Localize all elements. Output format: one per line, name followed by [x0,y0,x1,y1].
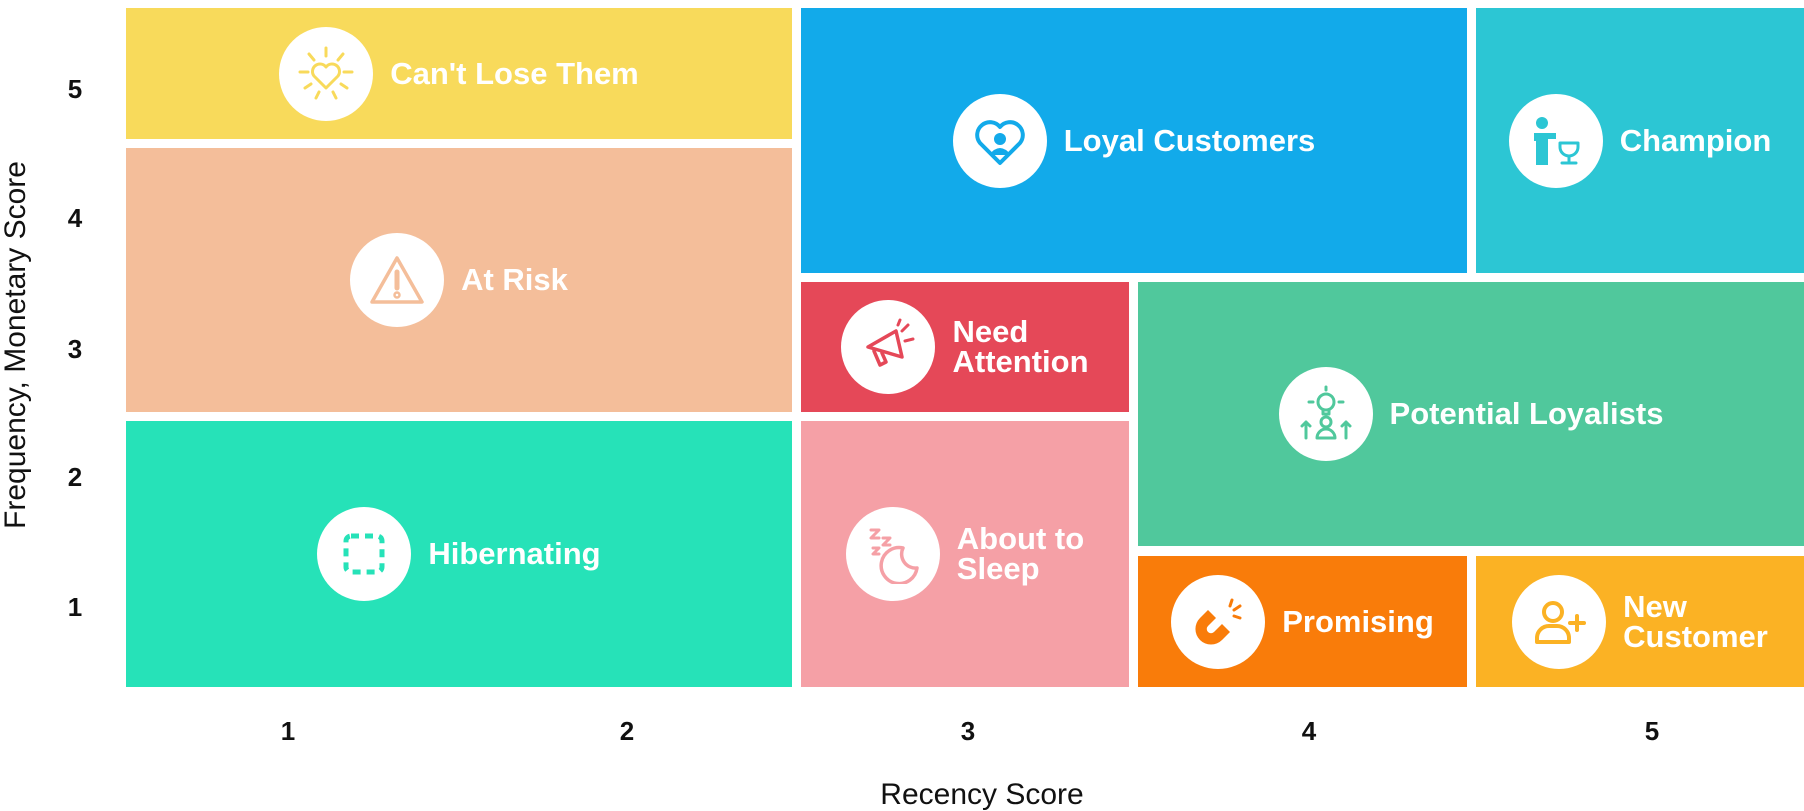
y-tick-label: 4 [67,203,83,233]
segment-need-attention: Need Attention [801,282,1129,412]
heart-sparkle-icon [298,46,354,99]
segment-potential-loyalists: Potential Loyalists [1138,282,1804,546]
x-tick-label: 1 [280,716,296,746]
icon-badge [1512,574,1607,669]
label-line: At Risk [461,262,568,297]
icon-badge [952,93,1047,188]
megaphone-icon [866,318,915,367]
y-tick-label: 3 [67,334,83,364]
icon-badge [1508,93,1603,188]
x-tick-label: 5 [1644,716,1660,746]
segment-label: Promising [1282,603,1434,639]
segment-label: About to Sleep [956,521,1085,586]
segment-loyal-customers: Loyal Customers [801,8,1467,273]
segment-label: Hibernating [428,536,601,571]
x-axis-title: Recency Score [880,778,1084,811]
y-axis-title: Frequency, Monetary Score [0,161,32,529]
segment-content: Need Attention [841,300,1089,394]
user-plus-icon [1535,600,1587,644]
segment-promising: Promising [1138,556,1467,687]
segment-label: Need Attention [952,314,1089,379]
segment-label: New Customer [1623,588,1768,654]
segment-about-to-sleep: About to Sleep [801,421,1129,687]
segment-content: Champion [1508,93,1772,188]
icon-badge [1278,367,1373,461]
segment-champion: Champion [1476,8,1804,273]
segment-new-customer: New Customer [1476,556,1804,687]
segment-label: At Risk [461,262,568,297]
magnet-icon [1195,598,1242,645]
segment-label: Potential Loyalists [1389,396,1664,431]
warning-triangle-icon [370,256,424,304]
segment-content: Potential Loyalists [1278,367,1664,461]
segment-content: Loyal Customers [952,93,1316,188]
segment-content: Hibernating [317,507,601,601]
icon-badge [1171,574,1266,669]
icon-badge [350,233,445,327]
dashed-square-icon [343,533,385,575]
lightbulb-growth-icon [1300,385,1352,440]
y-tick-label: 5 [67,74,83,104]
label-line: Attention [952,344,1089,379]
label-line: New [1623,588,1687,624]
label-line: Champion [1619,122,1772,158]
y-tick-label: 2 [67,462,83,492]
segment-label: Champion [1619,122,1772,158]
icon-badge [279,26,374,121]
segment-content: New Customer [1512,574,1768,669]
heart-user-icon [974,119,1025,165]
icon-badge [845,507,940,601]
segment-hibernating: Hibernating [126,421,792,687]
label-line: About to [956,521,1085,556]
y-tick-label: 1 [67,592,83,622]
segment-cant-lose-them: Can't Lose Them [126,8,792,139]
label-line: Customer [1623,618,1768,654]
label-line: Need [952,314,1029,349]
segment-at-risk: At Risk [126,148,792,412]
x-tick-label: 2 [619,716,635,746]
icon-badge [841,300,936,394]
label-line: Loyal Customers [1063,122,1316,158]
label-line: Potential Loyalists [1389,396,1664,431]
trophy-person-icon [1533,116,1580,165]
segment-content: About to Sleep [845,507,1085,601]
moon-zzz-icon [869,528,919,584]
x-tick-label: 3 [960,716,976,746]
segment-label: Can't Lose Them [390,55,639,91]
segment-content: Can't Lose Them [279,26,639,121]
icon-badge [317,507,412,601]
label-line: Can't Lose Them [390,55,639,91]
x-tick-label: 4 [1301,716,1317,746]
label-line: Promising [1282,603,1434,639]
label-line: Hibernating [428,536,601,571]
segment-content: At Risk [350,233,568,327]
segment-content: Promising [1171,574,1434,669]
segment-label: Loyal Customers [1063,122,1316,158]
label-line: Sleep [956,551,1040,586]
